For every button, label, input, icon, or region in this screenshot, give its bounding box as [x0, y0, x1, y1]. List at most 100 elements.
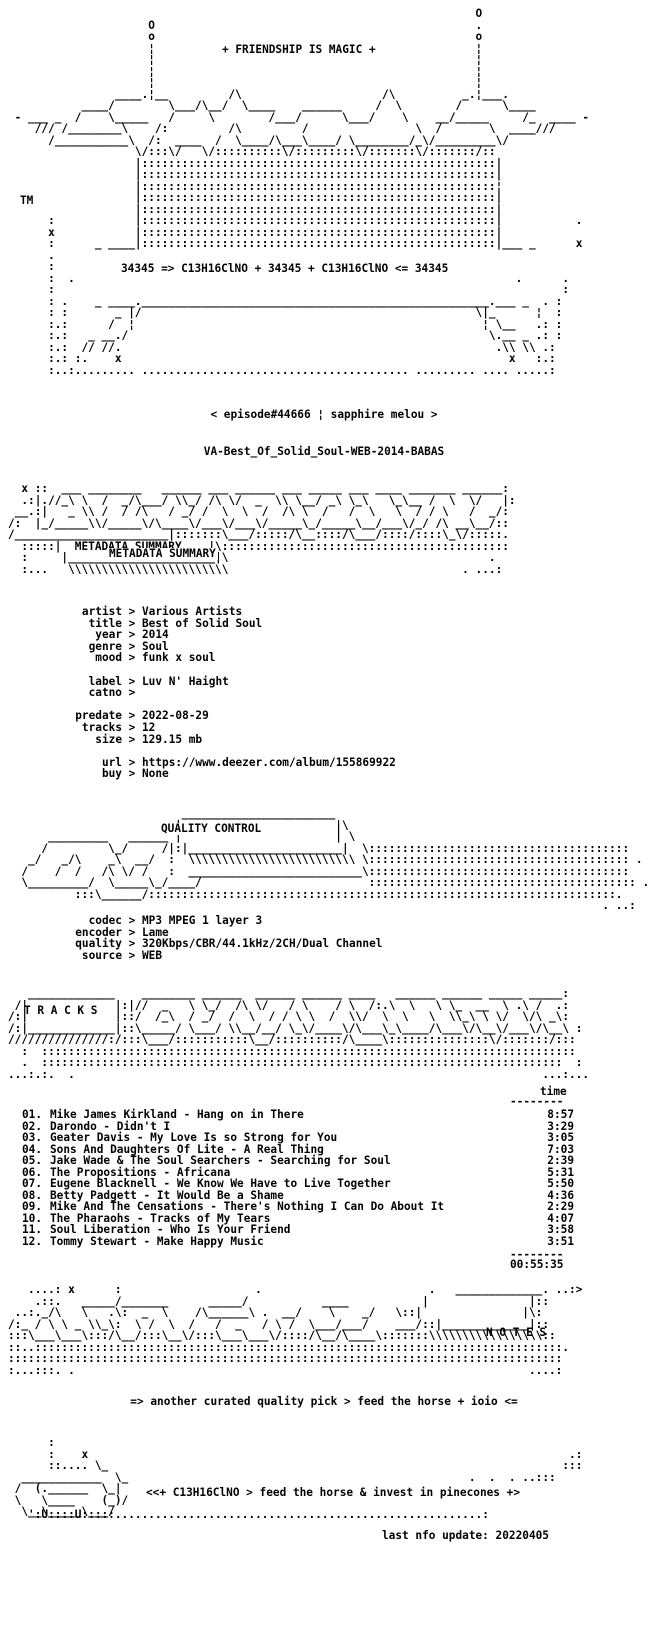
last-update: last nfo update: 20220405: [382, 1529, 549, 1542]
meta-buy: None: [142, 767, 169, 781]
track-title: Darondo - Didn't I: [50, 1119, 171, 1133]
tracks-time-header: time: [540, 1085, 567, 1098]
track-duration: 4:07: [547, 1211, 574, 1225]
quality-codec: MP3 MPEG 1 layer 3: [142, 914, 263, 927]
meta-title: Best of Solid Soul: [142, 616, 263, 630]
tracks-total-time: 00:55:35: [510, 1258, 564, 1271]
footer-message: <<+ C13H16ClNO > feed the horse & invest…: [146, 1486, 521, 1499]
header-formula: 34345 => C13H16ClNO + 34345 + C13H16ClNO…: [121, 262, 449, 275]
meta-row-year: year>2014: [95, 628, 169, 642]
track-row: 11. Soul Liberation - Who Is Your Friend 3…: [22, 1224, 574, 1236]
tracks-total-rule: --------: [510, 1248, 564, 1261]
quality-row-codec: codec>MP3 MPEG 1 layer 3: [88, 914, 263, 927]
meta-predate: 2022-08-29: [142, 709, 209, 723]
meta-mood: funk x soul: [142, 651, 216, 665]
footer-ascii-art-bottom: ':U::::U:::::...........................…: [8, 1508, 489, 1521]
track-row: 09. Mike And The Censations - There's Not…: [22, 1201, 574, 1213]
track-row: 10. The Pharaohs - Tracks of My Tears 4:07: [22, 1211, 574, 1225]
track-title: Betty Padgett - It Would Be a Shame: [50, 1188, 284, 1202]
track-row: 05. Jake Wade & The Soul Searchers - Sear…: [22, 1155, 574, 1167]
track-duration: 3:05: [547, 1131, 574, 1144]
track-number: 08.: [22, 1188, 43, 1202]
quality-ascii-art: _______________________ | |\ _________ _…: [21, 807, 648, 912]
meta-row-catno: catno>: [88, 686, 136, 700]
track-duration: 3:29: [547, 1119, 574, 1133]
track-title: Mike James Kirkland - Hang on in There: [50, 1108, 304, 1121]
meta-row-predate: predate>2022-08-29: [75, 709, 209, 723]
meta-tracks: 12: [142, 720, 156, 734]
track-number: 01.: [22, 1108, 43, 1121]
track-duration: 4:36: [547, 1188, 574, 1202]
track-row: 12. Tommy Stewart - Make Happy Music 3:51: [22, 1234, 574, 1248]
quality-row-encoder: encoder>Lame: [75, 925, 169, 939]
tracks-time-rule: --------: [510, 1095, 564, 1108]
notes-line: => another curated quality pick > feed t…: [130, 1395, 518, 1408]
track-row: 02. Darondo - Didn't I 3:29: [22, 1119, 574, 1133]
track-title: Eugene Blacknell - We Know We Have to Li…: [50, 1177, 391, 1190]
track-number: 10.: [22, 1211, 43, 1225]
episode-line: < episode#44666 ¦ sapphire melou >: [210, 408, 438, 421]
track-title: Geater Davis - My Love Is so Strong for …: [50, 1131, 338, 1144]
track-number: 04.: [22, 1142, 43, 1156]
track-title: Mike And The Censations - There's Nothin…: [50, 1200, 445, 1213]
quality-encoder: Lame: [142, 925, 169, 939]
release-name: VA-Best_Of_Solid_Soul-WEB-2014-BABAS: [203, 445, 445, 458]
track-duration: 8:57: [547, 1108, 574, 1121]
tm-mark: TM: [20, 194, 34, 207]
track-title: Soul Liberation - Who Is Your Friend: [50, 1223, 291, 1236]
track-duration: 5:50: [547, 1177, 574, 1190]
meta-label: Luv N' Haight: [142, 674, 229, 688]
meta-size: 129.15 mb: [142, 732, 203, 746]
meta-row-mood: mood>funk x soul: [95, 651, 216, 665]
track-row: 06. The Propositions - Africana 5:31: [22, 1165, 574, 1179]
meta-row-label: label>Luv N' Haight: [88, 674, 229, 688]
track-row: 03. Geater Davis - My Love Is so Strong f…: [22, 1132, 574, 1144]
track-title: Tommy Stewart - Make Happy Music: [50, 1234, 264, 1248]
track-list: 01. Mike James Kirkland - Hang on in Ther…: [22, 1109, 574, 1247]
track-duration: 5:31: [547, 1165, 574, 1179]
track-title: Sons And Daughters Of Lite - A Real Thin…: [50, 1142, 324, 1156]
track-row: 04. Sons And Daughters Of Lite - A Real T…: [22, 1142, 574, 1156]
meta-row-size: size>129.15 mb: [95, 732, 203, 746]
track-title: The Pharaohs - Tracks of My Tears: [50, 1211, 271, 1225]
quality-quality: 320Kbps/CBR/44.1kHz/2CH/Dual Channel: [142, 937, 383, 951]
track-number: 11.: [22, 1223, 43, 1236]
header-ascii-art: O O . o o ¦: [14, 7, 590, 377]
track-number: 05.: [22, 1154, 43, 1167]
meta-row-buy: buy>None: [101, 767, 169, 781]
tracks-section-title: T R A C K S: [24, 1004, 98, 1017]
track-duration: 3:58: [547, 1223, 574, 1236]
track-title: The Propositions - Africana: [50, 1165, 231, 1179]
meta-row-title: title>Best of Solid Soul: [88, 616, 263, 630]
quality-source: WEB: [142, 948, 163, 962]
meta-artist: Various Artists: [142, 605, 243, 618]
quality-row-quality: quality>320Kbps/CBR/44.1kHz/2CH/Dual Cha…: [75, 937, 383, 951]
track-number: 03.: [22, 1131, 43, 1144]
meta-url-link[interactable]: https://www.deezer.com/album/155869922: [142, 755, 396, 769]
quality-row-source: source>WEB: [81, 948, 163, 962]
quality-section-title: QUALITY CONTROL: [159, 822, 264, 835]
track-duration: 7:03: [547, 1142, 574, 1156]
tracks-ascii-art: _____________ ________ ______ ______ ___…: [8, 987, 590, 1081]
header-slogan: + FRIENDSHIP IS MAGIC +: [222, 43, 376, 56]
meta-genre: Soul: [142, 639, 169, 653]
meta-row-genre: genre>Soul: [88, 639, 169, 653]
track-duration: 2:39: [547, 1154, 574, 1167]
track-number: 12.: [22, 1234, 43, 1248]
track-duration: 3:51: [547, 1234, 574, 1248]
track-number: 06.: [22, 1165, 43, 1179]
footer-ascii-art: : : x .: ::.... \_ ::: ____________ \_: [14, 1436, 583, 1518]
meta-row-url: url>https://www.deezer.com/album/1558699…: [101, 755, 396, 769]
quality-list: codec>MP3 MPEG 1 layer 3 encoder>Lame qu…: [62, 915, 382, 961]
metadata-section-title: METADATA SUMMARY: [107, 547, 218, 560]
track-number: 09.: [22, 1200, 43, 1213]
track-row: 07.Eugene Blacknell - We Know We Have to…: [22, 1178, 574, 1190]
notes-ascii-art: ....: x : . . _____________. ..:> .::. _…: [8, 1283, 583, 1377]
meta-row-artist: artist>Various Artists: [81, 605, 243, 618]
meta-year: 2014: [142, 628, 169, 642]
track-title: Jake Wade & The Soul Searchers - Searchi…: [50, 1154, 391, 1167]
track-row: 01. Mike James Kirkland - Hang on in Ther…: [22, 1109, 574, 1121]
metadata-ascii-art: x :: ___ ________ ______ ___ ______ ___ …: [8, 482, 516, 576]
track-number: 02.: [22, 1119, 43, 1133]
track-duration: 2:29: [547, 1200, 574, 1213]
